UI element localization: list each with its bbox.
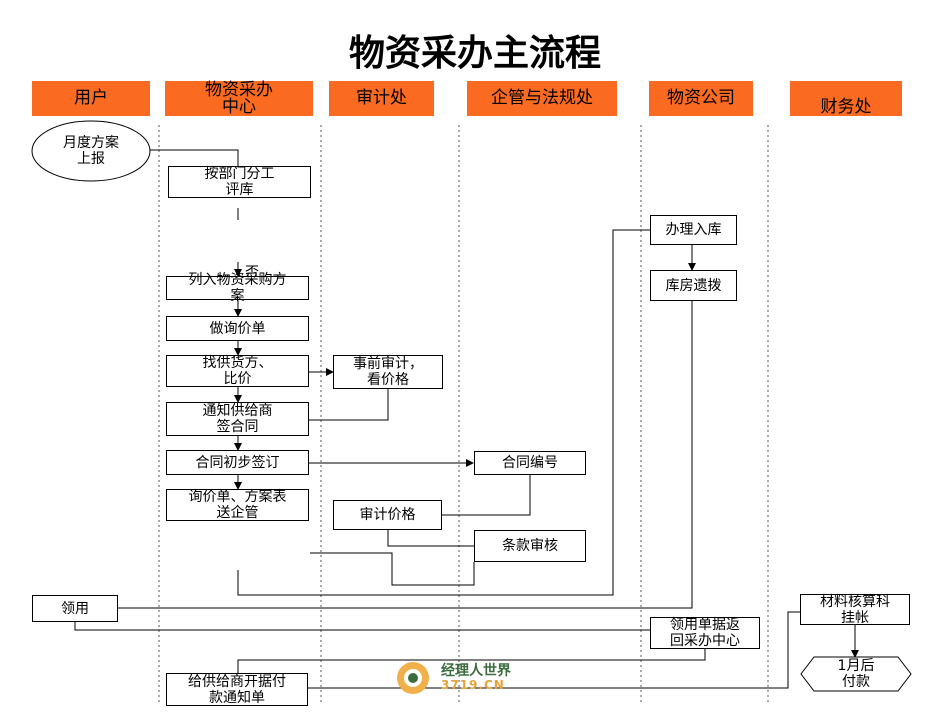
node-send-to-mgmt: 询价单、方案表 送企管 [166,489,309,521]
node-receipt-return: 领用单据返 回采办中心 [650,617,760,649]
page-title: 物资采办主流程 [348,33,601,74]
node-warehouse-in: 办理入库 [650,215,737,245]
node-make-inquiry: 做询价单 [166,316,309,341]
node-evaluate-by-dept: 按部门分工 评库 [168,166,311,198]
lane-audit: 审计处 [329,81,434,116]
node-warehouse-dispatch: 库房遗拨 [650,270,737,301]
node-receive: 领用 [32,595,118,622]
end-hexagon [800,656,912,692]
node-audit-price: 审计价格 [333,500,442,530]
watermark-name: 经理人世界 [441,663,511,679]
watermark-site: 3719.CN [441,678,505,692]
node-contract-initial: 合同初步签订 [166,450,309,475]
node-material-accounting: 材料核算科 挂帐 [800,594,910,626]
lane-user: 用户 [32,81,150,116]
lane-procurement-center: 物资采办 中心 [165,81,313,116]
node-notify-supplier: 通知供给商 签合同 [166,402,309,436]
node-pre-audit: 事前审计， 看价格 [333,355,443,389]
lane-finance: 财务处 [790,81,902,116]
node-clause-review: 条款审核 [474,530,586,562]
node-monthly-plan: 月度方案 上报 [63,135,119,167]
lane-enterprise-legal: 企管与法规处 [467,81,617,116]
watermark-logo: 经理人世界 3719.CN [395,658,535,698]
node-add-to-purchase-plan: 列入物资采购方 案 [166,272,309,304]
lane-materials-company: 物资公司 [649,81,753,116]
node-find-supplier: 找供货方、 比价 [166,355,309,387]
watermark-icon [397,662,429,694]
node-payment-notice: 给供给商开据付 款通知单 [166,673,308,706]
node-contract-number: 合同编号 [474,451,586,475]
node-pay-after-month: 1月后 付款 [837,658,875,690]
start-ellipse [31,120,151,182]
